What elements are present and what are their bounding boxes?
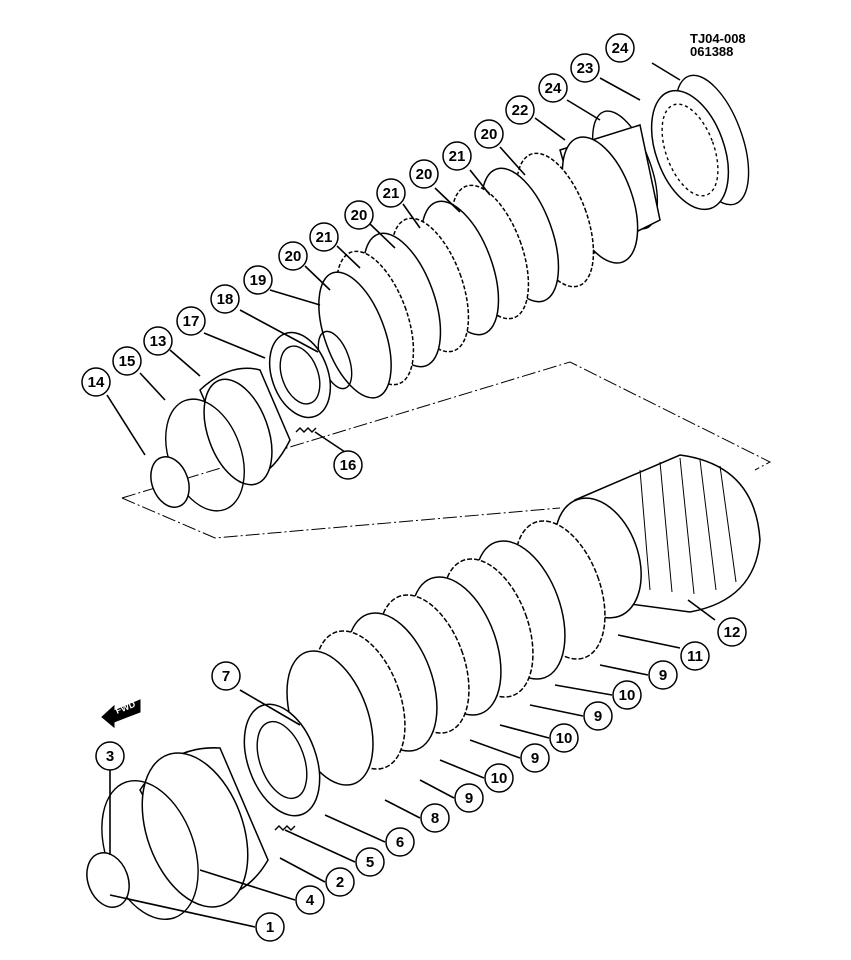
- svg-text:10: 10: [491, 770, 508, 787]
- callout-3: 3: [95, 741, 125, 771]
- svg-text:24: 24: [545, 80, 562, 97]
- callout-9-d: 9: [648, 660, 678, 690]
- return-spring-part: [295, 427, 317, 433]
- return-spring-part: [274, 825, 296, 831]
- callout-10-c: 10: [612, 680, 642, 710]
- svg-text:14: 14: [88, 374, 105, 391]
- forward-direction-arrow: FWD: [101, 699, 141, 729]
- svg-text:10: 10: [619, 687, 636, 704]
- callout-20-d: 20: [474, 119, 504, 149]
- housing-ring-part: [650, 89, 730, 211]
- svg-text:23: 23: [577, 60, 594, 77]
- svg-text:21: 21: [449, 148, 466, 165]
- clutch-housing-splines: [639, 457, 737, 595]
- upper-clutch-pack: [318, 152, 595, 399]
- callout-20-a: 20: [278, 241, 308, 271]
- seal-ring-part: [86, 852, 130, 908]
- svg-text:22: 22: [512, 102, 529, 119]
- callout-19: 19: [243, 265, 273, 295]
- callout-6: 6: [385, 827, 415, 857]
- svg-text:24: 24: [612, 40, 629, 57]
- svg-text:19: 19: [250, 272, 267, 289]
- svg-text:16: 16: [340, 457, 357, 474]
- callout-11: 11: [680, 641, 710, 671]
- figure-reference-date: 061388: [690, 44, 734, 59]
- callout-2: 2: [325, 867, 355, 897]
- svg-text:15: 15: [119, 353, 136, 370]
- housing-spline-part: [661, 103, 719, 197]
- svg-text:17: 17: [183, 313, 200, 330]
- leader-lines: [106, 62, 716, 928]
- svg-text:2: 2: [336, 874, 344, 891]
- svg-text:8: 8: [431, 810, 439, 827]
- callout-1: 1: [255, 912, 285, 942]
- svg-text:12: 12: [724, 624, 741, 641]
- callout-9-c: 9: [583, 701, 613, 731]
- callout-22: 22: [505, 95, 535, 125]
- callout-21-c: 21: [442, 141, 472, 171]
- callout-24-b: 24: [538, 73, 568, 103]
- svg-text:3: 3: [106, 748, 114, 765]
- callout-13: 13: [143, 326, 173, 356]
- callout-9-b: 9: [520, 743, 550, 773]
- piston-housing-face-part: [141, 752, 249, 908]
- lower-clutch-pack: [286, 520, 606, 786]
- callout-9-a: 9: [454, 783, 484, 813]
- callout-10-b: 10: [549, 723, 579, 753]
- callout-7: 7: [211, 661, 241, 691]
- svg-text:20: 20: [416, 166, 433, 183]
- spring-retainer-inner-part: [256, 720, 308, 800]
- svg-text:9: 9: [531, 750, 539, 767]
- spring-retainer-inner-part: [279, 345, 321, 405]
- callout-circles: 1 2 3 4 5 6 7 8 9 9 9 9 10 10 10 11 12 1…: [81, 33, 747, 942]
- svg-text:7: 7: [222, 668, 230, 685]
- svg-text:21: 21: [383, 185, 400, 202]
- callout-20-c: 20: [409, 159, 439, 189]
- svg-text:9: 9: [594, 708, 602, 725]
- clutch-plate-part: [318, 271, 392, 399]
- svg-text:6: 6: [396, 834, 404, 851]
- svg-text:20: 20: [481, 126, 498, 143]
- callout-14: 14: [81, 367, 111, 397]
- callout-5: 5: [355, 847, 385, 877]
- svg-text:11: 11: [687, 648, 703, 665]
- svg-text:20: 20: [351, 207, 368, 224]
- svg-text:13: 13: [150, 333, 167, 350]
- callout-16: 16: [333, 450, 363, 480]
- callout-17: 17: [176, 306, 206, 336]
- assembly-boundary-lower: [121, 497, 561, 539]
- assembly-boundary-upper: [121, 361, 772, 499]
- inner-seal-part: [150, 456, 190, 508]
- svg-text:10: 10: [556, 730, 573, 747]
- callout-8: 8: [420, 803, 450, 833]
- svg-text:4: 4: [306, 892, 315, 909]
- callout-20-b: 20: [344, 200, 374, 230]
- callout-21-a: 21: [309, 222, 339, 252]
- figure-reference-code: TJ04-008: [690, 31, 746, 46]
- svg-text:5: 5: [366, 854, 374, 871]
- svg-text:20: 20: [285, 248, 302, 265]
- piston-face-part: [203, 378, 273, 486]
- callout-23: 23: [570, 53, 600, 83]
- callout-24-a: 24: [605, 33, 635, 63]
- callout-18: 18: [210, 284, 240, 314]
- callout-21-b: 21: [376, 178, 406, 208]
- svg-text:9: 9: [465, 790, 473, 807]
- svg-text:9: 9: [659, 667, 667, 684]
- svg-text:18: 18: [217, 291, 234, 308]
- callout-12: 12: [717, 617, 747, 647]
- callout-15: 15: [112, 346, 142, 376]
- svg-text:21: 21: [316, 229, 333, 246]
- spring-retainer-part: [243, 703, 321, 817]
- callout-4: 4: [295, 885, 325, 915]
- callout-10-a: 10: [484, 763, 514, 793]
- svg-text:1: 1: [266, 919, 274, 936]
